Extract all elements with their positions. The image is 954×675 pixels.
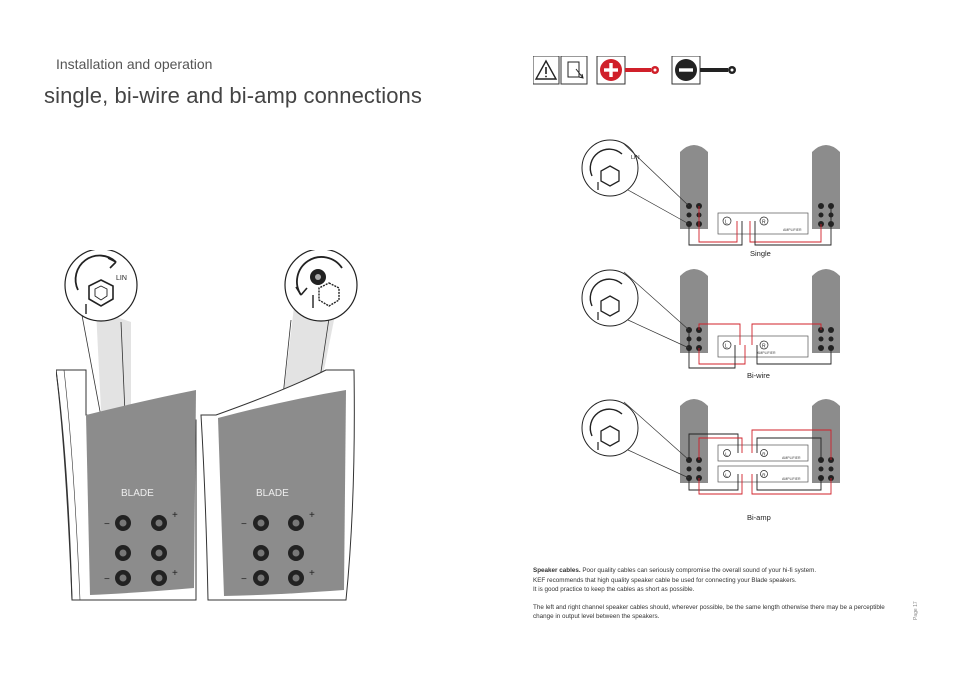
svg-text:AMPLIFIER: AMPLIFIER [782,456,801,460]
diagram-biamp: L R L R AMPLIFIER AMPLIFIER [581,399,840,495]
speaker-right: BLADE − + − + [200,369,355,601]
svg-text:−: − [104,519,110,530]
svg-text:L: L [725,472,728,477]
svg-text:R: R [762,344,766,350]
diagram-single: LIN L R AMPLIFIER [581,139,840,246]
knob-label: LIN [116,275,127,282]
section-heading: Installation and operation [56,56,213,72]
brand-logo-left: BLADE [121,488,154,499]
svg-text:R: R [762,472,766,477]
svg-text:L: L [725,451,728,456]
polarity-legend [533,56,736,85]
knob-label-small: LIN [631,155,640,161]
svg-text:+: + [309,568,315,579]
page-title: single, bi-wire and bi-amp connections [44,83,422,108]
svg-text:+: + [172,568,178,579]
label-single: Single [750,249,771,258]
manual-icon [560,56,588,85]
svg-text:−: − [104,574,110,585]
svg-text:AMPLIFIER: AMPLIFIER [783,228,802,232]
terminal-illustration: BLADE − + − + BLADE − + [56,250,358,601]
label-biamp: Bi-amp [747,513,771,522]
svg-text:L: L [725,220,728,226]
page-number: Page 17 [913,601,919,620]
paragraph-2: The left and right channel speaker cable… [533,603,885,621]
svg-text:−: − [241,519,247,530]
plus-icon [596,56,659,85]
warning-icon [533,56,560,85]
label-biwire: Bi-wire [747,371,770,380]
svg-text:+: + [172,510,178,521]
diagram-biwire: L R AMPLIFIER [581,269,840,369]
svg-text:+: + [309,510,315,521]
svg-text:L: L [725,344,728,350]
speaker-left: BLADE − + − + [56,369,197,601]
paragraph-1: Speaker cables. Poor quality cables can … [533,567,817,594]
connection-diagrams: LIN L R AMPLIFIER Single L R AMPLIFIER B… [581,139,840,522]
svg-text:R: R [762,220,766,226]
brand-logo-right: BLADE [256,488,289,499]
svg-text:−: − [241,574,247,585]
speaker-cables-text: Speaker cables. Poor quality cables can … [533,566,903,630]
svg-text:AMPLIFIER: AMPLIFIER [757,351,776,355]
magnifier-right [284,250,358,322]
minus-icon [671,56,736,85]
magnifier-left: LIN [64,250,138,322]
svg-text:AMPLIFIER: AMPLIFIER [782,477,801,481]
paragraph-heading: Speaker cables. [533,567,581,574]
svg-text:R: R [762,451,766,456]
